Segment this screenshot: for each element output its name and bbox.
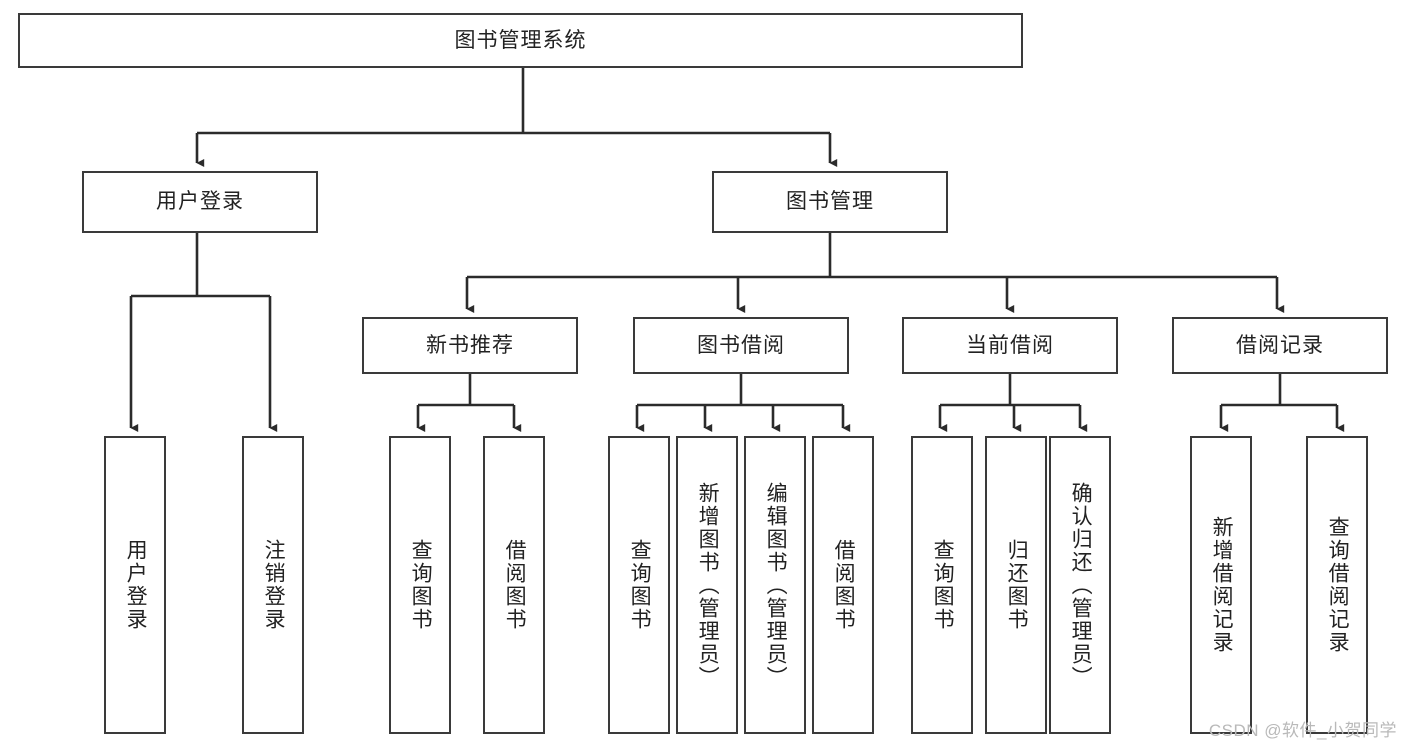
leaf-record-query[interactable]: 查询借阅记录	[1306, 436, 1368, 734]
leaf-user-login[interactable]: 用户登录	[104, 436, 166, 734]
node-new-book-rec[interactable]: 新书推荐	[362, 317, 578, 374]
leaf-borrow-query-book[interactable]: 查询图书	[608, 436, 670, 734]
node-current-borrow[interactable]: 当前借阅	[902, 317, 1118, 374]
leaf-current-query-book-label: 查询图书	[931, 539, 955, 631]
node-new-book-rec-label: 新书推荐	[426, 333, 514, 357]
node-root[interactable]: 图书管理系统	[18, 13, 1023, 68]
node-borrow-record[interactable]: 借阅记录	[1172, 317, 1388, 374]
leaf-record-add-label: 新增借阅记录	[1210, 516, 1234, 654]
leaf-current-confirm-return-label: 确认归还（管理员）	[1069, 481, 1093, 689]
leaf-borrow-add-book[interactable]: 新增图书（管理员）	[676, 436, 738, 734]
leaf-borrow-add-book-label: 新增图书（管理员）	[696, 481, 720, 689]
node-book-borrow-label: 图书借阅	[697, 333, 785, 357]
node-root-label: 图书管理系统	[454, 28, 587, 52]
leaf-rec-borrow-book-label: 借阅图书	[503, 539, 527, 631]
node-current-borrow-label: 当前借阅	[966, 333, 1054, 357]
leaf-user-login-label: 用户登录	[124, 539, 148, 631]
leaf-record-query-label: 查询借阅记录	[1326, 516, 1350, 654]
csdn-watermark: CSDN @软件_小贺同学	[1208, 721, 1397, 740]
node-book-manage[interactable]: 图书管理	[712, 171, 948, 233]
leaf-borrow-edit-book[interactable]: 编辑图书（管理员）	[744, 436, 806, 734]
node-user-login[interactable]: 用户登录	[82, 171, 318, 233]
leaf-borrow-query-book-label: 查询图书	[628, 539, 652, 631]
leaf-current-return-book-label: 归还图书	[1005, 539, 1029, 631]
leaf-user-logout[interactable]: 注销登录	[242, 436, 304, 734]
leaf-borrow-edit-book-label: 编辑图书（管理员）	[764, 481, 788, 689]
leaf-borrow-borrow-book-label: 借阅图书	[832, 539, 856, 631]
leaf-rec-query-book[interactable]: 查询图书	[389, 436, 451, 734]
leaf-borrow-borrow-book[interactable]: 借阅图书	[812, 436, 874, 734]
node-book-borrow[interactable]: 图书借阅	[633, 317, 849, 374]
leaf-current-confirm-return[interactable]: 确认归还（管理员）	[1049, 436, 1111, 734]
node-user-login-label: 用户登录	[156, 190, 244, 214]
leaf-current-query-book[interactable]: 查询图书	[911, 436, 973, 734]
leaf-current-return-book[interactable]: 归还图书	[985, 436, 1047, 734]
leaf-rec-borrow-book[interactable]: 借阅图书	[483, 436, 545, 734]
leaf-record-add[interactable]: 新增借阅记录	[1190, 436, 1252, 734]
node-borrow-record-label: 借阅记录	[1236, 333, 1324, 357]
leaf-user-logout-label: 注销登录	[262, 539, 286, 631]
leaf-rec-query-book-label: 查询图书	[409, 539, 433, 631]
node-book-manage-label: 图书管理	[786, 190, 874, 214]
